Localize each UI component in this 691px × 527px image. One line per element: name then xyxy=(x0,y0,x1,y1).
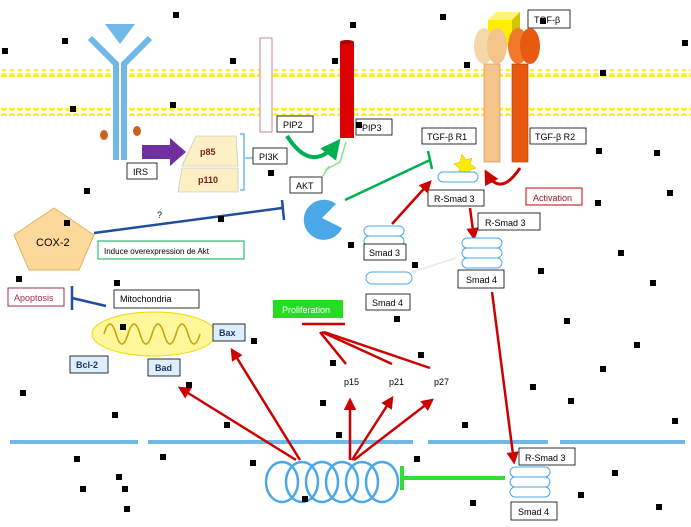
bax-box xyxy=(212,323,246,342)
smad3-to-receptor-arrow xyxy=(391,180,432,225)
activation-box xyxy=(525,187,583,206)
cox2-pentagon-icon xyxy=(13,207,95,271)
tgfbr1-box xyxy=(421,127,477,145)
pip2-box xyxy=(276,115,314,133)
question-label: ? xyxy=(157,210,162,220)
rsmad3-label-c: R-Smad 3 xyxy=(525,453,566,463)
dna-output-arrows xyxy=(177,347,434,462)
activation-arrow xyxy=(484,167,522,187)
smad4-box-c xyxy=(510,501,558,521)
insulin-receptor-icon xyxy=(87,24,153,160)
irs-to-pi3k-arrow xyxy=(142,138,186,166)
rsmad3-box-c xyxy=(518,447,576,466)
cox2-akt-inhibit-line xyxy=(93,206,283,235)
tgfbr2-receptor xyxy=(508,28,540,163)
akt-pacman-icon xyxy=(303,199,342,240)
tgfbr1-receptor xyxy=(474,28,507,163)
irs-label: IRS xyxy=(133,167,148,177)
smad4-join-line xyxy=(411,257,457,273)
smad4-disc-a xyxy=(365,271,413,285)
p15-label: p15 xyxy=(344,377,359,387)
proliferation-label: Proliferation xyxy=(282,305,330,315)
rsmad3-release-arrow xyxy=(466,207,479,241)
akt-box xyxy=(289,176,323,194)
complex-to-nucleus-arrow xyxy=(490,291,519,465)
smad3-label: Smad 3 xyxy=(369,248,400,258)
tgfbr1-label: TGF-β R1 xyxy=(427,132,467,142)
rsmad3-box-b xyxy=(477,212,541,231)
noise-squares xyxy=(2,12,688,512)
tgfb-box xyxy=(527,9,571,29)
nuclear-membrane xyxy=(10,440,685,444)
dna-helix-icon xyxy=(264,460,400,504)
smad-complex-disc xyxy=(461,237,503,269)
akt-label: AKT xyxy=(296,181,314,191)
p85-label: p85 xyxy=(200,147,216,157)
rsmad3-box-a xyxy=(427,189,485,207)
akt-inhibits-tgfbr1-line xyxy=(344,158,431,202)
activation-label: Activation xyxy=(533,193,572,203)
nuclear-smad-disc xyxy=(509,466,551,498)
pip2-label: PIP2 xyxy=(283,120,303,130)
irs-box xyxy=(126,162,158,180)
smad4-label-c: Smad 4 xyxy=(518,507,549,517)
cdk-inhibitor-lines xyxy=(302,322,431,370)
mitochondria-box xyxy=(113,289,200,309)
smad4-box-a xyxy=(365,293,411,311)
smad4-box-b xyxy=(457,269,505,289)
pi3k-box xyxy=(252,147,288,165)
rsmad3-disc-receptor xyxy=(437,171,479,183)
apoptosis-box xyxy=(7,287,65,307)
pi3k-label: PI3K xyxy=(259,152,279,162)
proliferation-box xyxy=(273,300,343,318)
rsmad3-label-a: R-Smad 3 xyxy=(434,194,475,204)
pip3-rod xyxy=(340,42,354,138)
induce-label: Induce overexpression de Akt xyxy=(104,247,210,256)
pip3-label: PIP3 xyxy=(362,123,382,133)
tgfbr2-label: TGF-β R2 xyxy=(535,132,575,142)
bcl2-label: Bcl-2 xyxy=(76,360,98,370)
bad-box xyxy=(147,358,181,377)
p21-label: p21 xyxy=(389,377,404,387)
p110-label: p110 xyxy=(198,175,218,185)
smad3-box xyxy=(363,243,407,261)
smad3-disc xyxy=(363,225,405,247)
bcl2-box xyxy=(69,355,109,374)
pip2-rod xyxy=(259,37,273,133)
tgfb-label: TGF-β xyxy=(534,15,560,25)
pip2-to-pip3-arrow xyxy=(285,134,341,161)
smad4-label-a: Smad 4 xyxy=(372,298,403,308)
cox2-label: COX-2 xyxy=(36,237,70,249)
bax-label: Bax xyxy=(219,328,236,338)
pip3-to-akt-line xyxy=(324,141,347,171)
rsmad3-label-b: R-Smad 3 xyxy=(485,218,526,228)
smad4-label-b: Smad 4 xyxy=(466,275,497,285)
p27-label: p27 xyxy=(434,377,449,387)
bad-label: Bad xyxy=(155,363,172,373)
pi3k-complex xyxy=(177,133,253,193)
apoptosis-label: Apoptosis xyxy=(14,293,54,303)
mitochondria-label: Mitochondria xyxy=(120,294,172,304)
tgfbr2-box xyxy=(529,127,587,145)
mitochondria-icon xyxy=(91,311,217,357)
induce-box xyxy=(97,240,245,260)
